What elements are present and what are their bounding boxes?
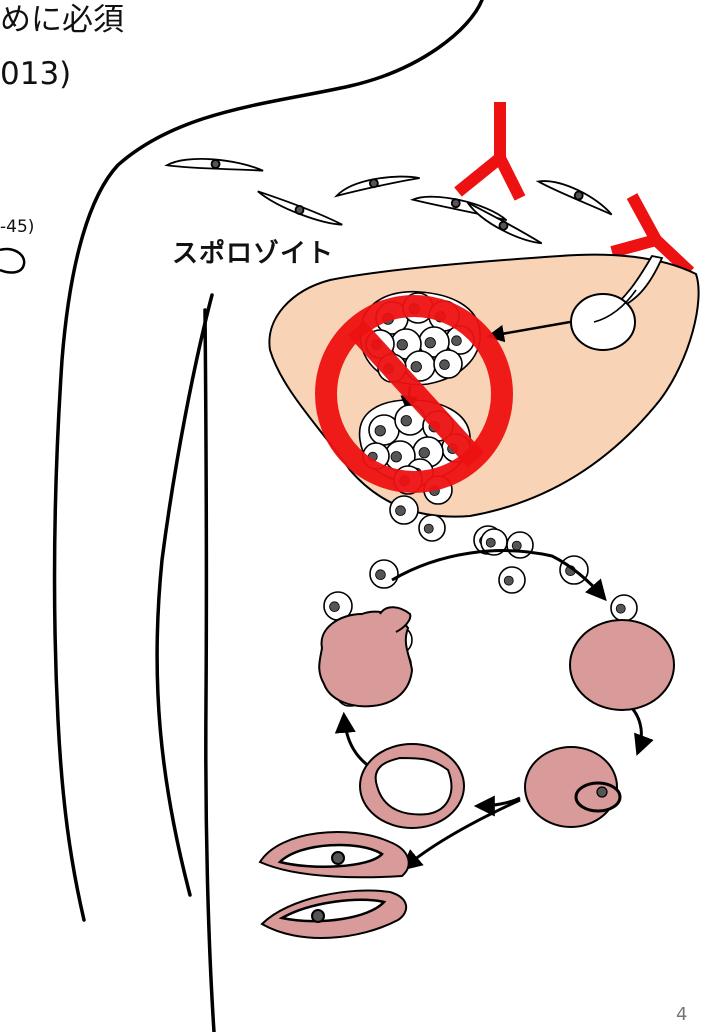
merozoite-nucleus	[411, 362, 422, 373]
sporozoite	[167, 153, 264, 179]
sporozoite	[255, 191, 346, 226]
body-outline	[55, 0, 482, 1032]
sporozoites	[167, 153, 614, 247]
antibody-icon	[458, 102, 520, 198]
sporozoite	[463, 203, 546, 247]
merozoite-nucleus	[419, 448, 430, 459]
merozoite-nucleus	[401, 416, 412, 427]
merozoite-nucleus	[396, 506, 406, 516]
merozoite-nucleus	[440, 360, 450, 370]
merozoite-nucleus	[397, 340, 408, 351]
gametocyte	[260, 832, 409, 877]
merozoite-nucleus	[425, 338, 436, 349]
merozoite-nucleus	[486, 538, 495, 547]
gametocyte	[262, 890, 406, 937]
merozoite-nucleus	[512, 541, 521, 550]
page-number: 4	[676, 1004, 687, 1025]
sporozoite	[336, 175, 421, 196]
heading-line-1: めに必須	[0, 2, 124, 38]
citation-fragment: -45)	[0, 217, 34, 237]
merozoite-nucleus	[504, 576, 513, 585]
merozoite-nucleus	[452, 336, 462, 346]
infected-rbc-ring	[570, 620, 674, 710]
infected-rbc-trophozoite	[525, 747, 620, 827]
merozoite-nucleus	[424, 524, 433, 533]
infected-rbc-schizont	[360, 744, 464, 828]
merozoite-nucleus	[616, 604, 625, 613]
sporozoite-label: スポロゾイト	[172, 238, 334, 269]
heading-line-2: 013)	[0, 56, 71, 92]
merozoite-nucleus	[375, 426, 386, 437]
sporozoite	[538, 170, 614, 221]
partial-circle	[0, 249, 24, 273]
bursting-rbc	[319, 607, 412, 706]
merozoite-nucleus	[330, 602, 340, 612]
merozoite-nucleus	[376, 570, 386, 580]
merozoite-nucleus	[391, 452, 402, 463]
